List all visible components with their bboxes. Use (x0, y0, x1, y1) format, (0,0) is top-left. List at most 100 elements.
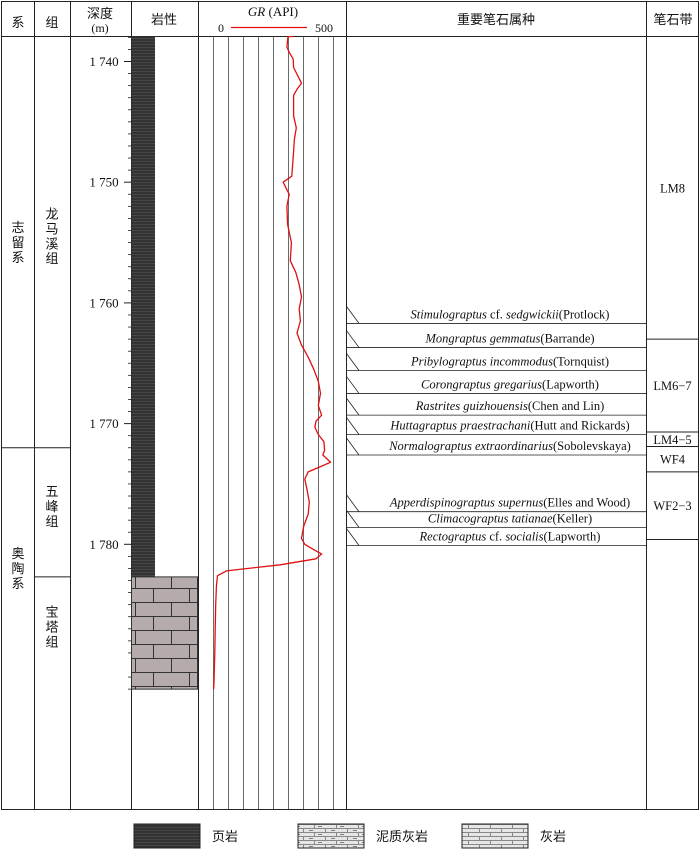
species-genus: Rastrites (415, 399, 461, 413)
gr-scale-min: 0 (218, 21, 224, 35)
species-leader-line (346, 417, 360, 435)
species-separator: cf. (487, 307, 506, 321)
species-author: (Barrande) (540, 332, 594, 346)
formation-label-char: 马 (45, 222, 58, 237)
table-frame (1, 1, 699, 810)
formation-label: 五峰组 (45, 485, 58, 530)
header-gr: GR (API) (248, 4, 298, 19)
lithology-shale-unit (131, 36, 155, 577)
species-genus: Stimulograptus (411, 307, 488, 321)
species-name: Huttagraptus praestrachani(Hutt and Rick… (389, 418, 629, 432)
species-leader-line (346, 528, 360, 546)
zone-label: LM8 (660, 181, 685, 195)
species-author: (Chen and Lin) (528, 399, 604, 413)
species-entry: Climacograptus tatianae(Keller) (346, 510, 647, 528)
system-label-char: 系 (11, 251, 24, 266)
legend-item-limestone: 灰岩 (461, 823, 566, 849)
species-entry: Rastrites guizhouensis(Chen and Lin) (346, 397, 647, 416)
species-name: Rectograptus cf. socialis(Lapworth) (419, 530, 601, 544)
formation-label-char: 宝 (45, 606, 58, 621)
zone-label: LM4−5 (653, 433, 691, 447)
gr-log (213, 36, 332, 690)
species-epithet: gregarius (494, 377, 542, 391)
depth-tick-label: 1 740 (89, 54, 118, 69)
legend-label: 灰岩 (540, 830, 566, 845)
species-leader-line (346, 510, 360, 528)
zone-label: LM6−7 (653, 379, 691, 393)
header-system: 系 (11, 16, 24, 31)
species-author: (Tornquist) (553, 354, 609, 368)
species-genus: Corongraptus (421, 377, 491, 391)
species-entry: Stimulograptus cf. sedgwickii(Protlock) (346, 306, 647, 324)
formation-label-char: 塔 (45, 621, 58, 636)
species-leader-line (346, 397, 360, 416)
formation-label: 宝塔组 (45, 606, 58, 651)
species-genus: Mongraptus (424, 332, 486, 346)
species-leader-line (346, 306, 360, 324)
species-entry: Corongraptus gregarius(Lapworth) (346, 376, 647, 394)
species-epithet: supernus (498, 496, 543, 510)
species-author: (Elles and Wood) (543, 496, 630, 510)
species-epithet: sedgwickii (506, 307, 559, 321)
legend-label: 页岩 (212, 830, 238, 845)
header-gr-label: GR (248, 4, 265, 19)
species-name: Corongraptus gregarius(Lapworth) (421, 377, 599, 391)
lithology-legend: 页岩 泥质灰岩 灰岩 (133, 823, 566, 849)
header-lithology: 岩性 (151, 13, 177, 28)
species-name: Pribylograptus incommodus(Tornquist) (410, 354, 609, 368)
species-genus: Climacograptus (428, 511, 509, 525)
zone-label: WF4 (660, 453, 686, 467)
legend-label: 泥质灰岩 (376, 830, 428, 845)
species-author: (Lapworth) (542, 377, 599, 391)
lithology-limestone-unit (131, 576, 198, 690)
depth-tick-label: 1 760 (89, 295, 118, 310)
species-entry: Apperdispinograptus supernus(Elles and W… (346, 494, 647, 513)
species-author: (Lapworth) (544, 530, 601, 544)
species-genus: Huttagraptus (389, 418, 457, 432)
system-label-char: 留 (11, 236, 24, 251)
species-epithet: extraordinarius (475, 439, 553, 453)
species-epithet: socialis (505, 530, 543, 544)
depth-tick-label: 1 750 (89, 175, 118, 190)
species-separator: cf. (486, 530, 505, 544)
species-leader-line (346, 376, 360, 394)
species-genus: Rectograptus (419, 530, 487, 544)
formation-label-char: 峰 (45, 500, 58, 515)
formation-label-char: 组 (45, 636, 58, 651)
species-name: Rastrites guizhouensis(Chen and Lin) (415, 399, 605, 413)
species-entry: Mongraptus gemmatus(Barrande) (346, 330, 647, 348)
species-entry: Normalograptus extraordinarius(Sobolevsk… (346, 437, 647, 456)
gr-grid (213, 36, 334, 809)
header-depth-unit: (m) (91, 21, 108, 35)
species-leader-line (346, 494, 360, 512)
system-label-char: 志 (11, 221, 24, 236)
legend-swatch (297, 823, 365, 849)
system-label: 奥陶系 (11, 547, 24, 592)
formation-label-char: 溪 (45, 237, 58, 252)
system-label: 志留系 (11, 221, 24, 266)
header-zone: 笔石带 (653, 12, 692, 28)
species-entry: Pribylograptus incommodus(Tornquist) (346, 353, 647, 371)
species-leader-line (346, 353, 360, 371)
species-author: (Hutt and Rickards) (530, 418, 629, 432)
depth-tick-label: 1 770 (89, 416, 118, 431)
species-entry: Huttagraptus praestrachani(Hutt and Rick… (346, 417, 647, 435)
header-gr-unit: (API) (265, 4, 298, 19)
lithology-column (131, 36, 198, 690)
species-epithet: gemmatus (490, 332, 541, 346)
gr-scale-max: 500 (315, 21, 333, 35)
species-name: Mongraptus gemmatus(Barrande) (424, 332, 594, 346)
header-depth: 深度 (87, 6, 113, 22)
legend-swatch (461, 823, 529, 849)
species-entry: Rectograptus cf. socialis(Lapworth) (346, 528, 647, 546)
species-genus: Pribylograptus (410, 354, 487, 368)
system-label-char: 奥 (11, 547, 24, 562)
species-author: (Protlock) (559, 307, 610, 321)
species-genus: Normalograptus (388, 439, 472, 453)
header-formation: 组 (45, 16, 58, 31)
species-genus: Apperdispinograptus (389, 496, 495, 510)
